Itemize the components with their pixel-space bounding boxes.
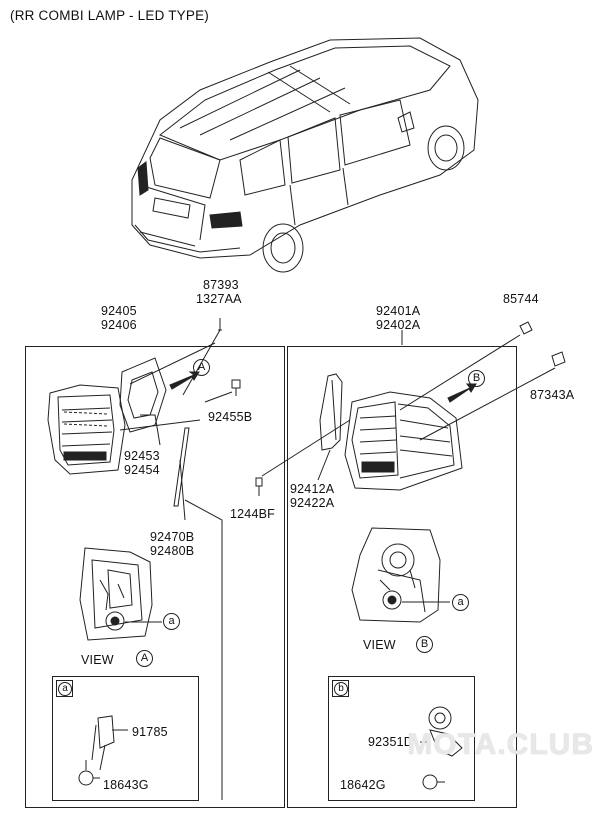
- part-1327AA: 1327AA: [196, 292, 242, 306]
- sub-box-a-tag: a: [56, 680, 73, 697]
- part-1244BF: 1244BF: [230, 507, 275, 521]
- diagram-title: (RR COMBI LAMP - LED TYPE): [10, 8, 209, 23]
- vehicle-illustration: [131, 37, 479, 273]
- view-B-circle: B: [416, 636, 433, 653]
- view-B-label: VIEW: [363, 638, 396, 652]
- part-92470B: 92470B: [150, 530, 195, 544]
- part-18642G: 18642G: [340, 778, 386, 792]
- sub-box-b-tag-circle: b: [334, 682, 348, 696]
- part-92453: 92453: [124, 449, 160, 463]
- part-85744: 85744: [503, 292, 539, 306]
- part-92454: 92454: [124, 463, 160, 477]
- ref-circle-A: A: [193, 359, 210, 376]
- part-92406: 92406: [101, 318, 137, 332]
- sub-box-a-tag-circle: a: [58, 682, 72, 696]
- ref-circle-B: B: [468, 370, 485, 387]
- part-92422A: 92422A: [290, 496, 335, 510]
- part-91785: 91785: [132, 725, 168, 739]
- ref-circle-a: a: [163, 613, 180, 630]
- part-87393: 87393: [203, 278, 239, 292]
- ref-circle-a-right: a: [452, 594, 469, 611]
- watermark: MOTA.CLUB: [407, 728, 594, 761]
- right-panel: [287, 346, 517, 808]
- part-92412A: 92412A: [290, 482, 335, 496]
- part-92480B: 92480B: [150, 544, 195, 558]
- part-92402A: 92402A: [376, 318, 421, 332]
- part-92455B: 92455B: [208, 410, 253, 424]
- view-A-label: VIEW: [81, 653, 114, 667]
- view-A-circle: A: [136, 650, 153, 667]
- part-92351D: 92351D: [368, 735, 413, 749]
- left-panel: [25, 346, 285, 808]
- sub-box-a: [52, 676, 199, 801]
- part-18643G: 18643G: [103, 778, 149, 792]
- sub-box-b: [328, 676, 475, 801]
- part-92401A: 92401A: [376, 304, 421, 318]
- right-lamp-assembly: [255, 321, 566, 790]
- left-lamp-assembly: [47, 318, 241, 800]
- sub-box-b-tag: b: [332, 680, 349, 697]
- part-92405: 92405: [101, 304, 137, 318]
- part-87343A: 87343A: [530, 388, 575, 402]
